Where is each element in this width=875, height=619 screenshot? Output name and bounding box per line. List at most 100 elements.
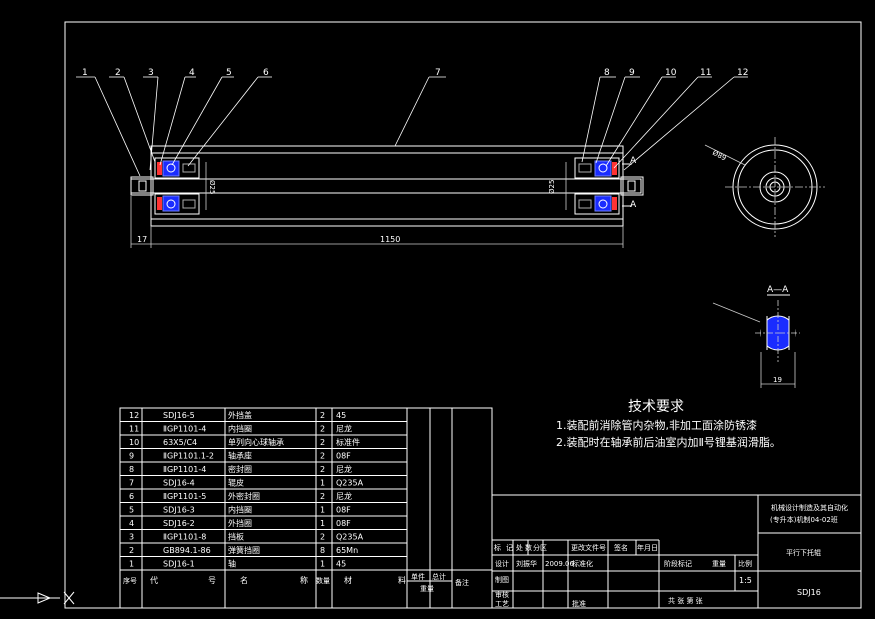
labyrinth-left-bottom <box>182 199 196 209</box>
tb-extra: 批准 <box>572 599 586 608</box>
bearing-left-top <box>162 160 180 177</box>
bom-header-note: 备注 <box>455 578 469 587</box>
seal-right-top <box>612 162 617 175</box>
tb-scale-label: 比例 <box>738 559 752 568</box>
shaft-end-right <box>620 176 644 196</box>
bom-header-no: 序号 <box>123 576 137 585</box>
bearing-left-bottom <box>162 195 180 212</box>
bom-material: Q235A <box>336 479 364 488</box>
bom-no: 2 <box>129 546 134 555</box>
dim-inner-dia-left: Ø25 <box>208 180 216 194</box>
bom-no: 7 <box>129 479 134 488</box>
bom-header-name: 名 <box>240 575 248 585</box>
bom-header-total: 总计 <box>432 572 446 581</box>
tb-rev-header: 处 <box>516 543 523 552</box>
bom-qty: 2 <box>320 411 325 420</box>
title-block: 机械设计制造及其自动化 (专升本)机制04-02班 平行下托辊 SDJ16 阶段… <box>491 494 862 609</box>
bom-header-material: 材 <box>344 575 352 585</box>
seal-right-bottom <box>612 197 617 210</box>
section-title: A—A <box>767 285 789 295</box>
bom-code: ⅡGP1101.1-2 <box>163 452 214 461</box>
bom-no: 4 <box>129 519 134 528</box>
roller-end-view: Ø89 <box>704 137 825 237</box>
bom-header: 序号代号名称数量材料单件总计重量备注 <box>123 572 469 593</box>
bom-code: ⅡGP1101-5 <box>163 492 206 501</box>
tb-rev-header: 年月日 <box>637 543 658 552</box>
origin-x-mark <box>63 591 75 605</box>
bom-no: 6 <box>129 492 134 501</box>
bom-material: 尼龙 <box>336 424 352 434</box>
bearing-housing-right-bottom <box>574 193 620 215</box>
balloon-7: 7 <box>435 68 441 78</box>
bom-name: 挡板 <box>228 532 244 542</box>
bom-no: 8 <box>129 465 134 474</box>
bom-material: 08F <box>336 506 351 515</box>
tb-role: 设计 <box>495 559 509 568</box>
bom-code: ⅡGP1101-4 <box>163 465 206 474</box>
bom-name: 单列向心球轴承 <box>228 437 284 447</box>
bom-material: 08F <box>336 519 351 528</box>
bom-qty: 2 <box>320 425 325 434</box>
balloon-9: 9 <box>629 68 635 78</box>
bom-no: 3 <box>129 533 134 542</box>
balloon-8: 8 <box>604 68 610 78</box>
bom-name: 内挡圈 <box>228 505 252 515</box>
balloon-2: 2 <box>115 68 121 78</box>
dim-inner-dia-right: Ø25 <box>548 180 556 194</box>
bom-material: 65Mn <box>336 546 358 555</box>
balloon-4: 4 <box>189 68 195 78</box>
dim-left-offset: 17 <box>137 235 147 244</box>
bom-header-code: 代 <box>150 575 158 585</box>
technical-requirements: 技术要求 1.装配前消除管内杂物,非加工面涂防锈漆 2.装配时在轴承前后油室内加… <box>556 399 781 449</box>
bom-header-code2: 号 <box>208 576 216 585</box>
balloon-3: 3 <box>148 68 154 78</box>
bom-header-weight: 重量 <box>420 585 434 593</box>
balloon-12: 12 <box>737 68 748 78</box>
dim-leader-end <box>704 144 746 166</box>
bom-qty: 1 <box>320 506 325 515</box>
bom-code: 63X5/C4 <box>163 438 197 447</box>
tb-sheets: 共 张 第 张 <box>668 596 703 605</box>
origin-arrow-icon <box>37 592 52 604</box>
bom-no: 11 <box>129 425 139 434</box>
bom-material: 尼龙 <box>336 491 352 501</box>
bom-name: 外挡盖 <box>228 410 252 420</box>
balloon-labels: 1 2 3 4 5 6 7 8 9 10 11 12 <box>82 68 748 78</box>
tb-role: 制图 <box>495 575 509 584</box>
bom-code: ⅡGP1101-8 <box>163 533 206 542</box>
roller-tube <box>150 145 624 227</box>
bom-code: ⅡGP1101-4 <box>163 425 206 434</box>
tb-class: (专升本)机制04-02班 <box>770 515 838 524</box>
labyrinth-left-top <box>182 163 196 173</box>
dim-end-dia: Ø89 <box>711 149 727 163</box>
bom-name: 弹簧挡圈 <box>228 545 260 555</box>
bom-qty: 1 <box>320 519 325 528</box>
bom-name: 轴承座 <box>228 451 252 461</box>
tb-scale: 1:5 <box>739 576 752 585</box>
tb-rev-header: 记 <box>506 544 513 552</box>
bom-name: 辊皮 <box>228 478 244 488</box>
bom-qty: 1 <box>320 479 325 488</box>
bom-material: 尼龙 <box>336 464 352 474</box>
tb-name: 刘振华 <box>516 559 537 568</box>
bom-name: 轴 <box>228 559 236 569</box>
tech-item-1: 1.装配前消除管内杂物,非加工面涂防锈漆 <box>556 418 757 432</box>
bom-code: SDJ16-5 <box>163 411 195 420</box>
balloon-1: 1 <box>82 68 88 78</box>
bom-no: 1 <box>129 560 134 569</box>
balloon-10: 10 <box>665 68 677 78</box>
tb-stage-label: 阶段标记 <box>664 559 692 568</box>
tech-title: 技术要求 <box>628 399 684 415</box>
bom-material: 08F <box>336 452 351 461</box>
dim-section-size: 19 <box>773 376 782 384</box>
shaft <box>130 178 642 194</box>
dim-leader-section <box>712 302 761 323</box>
